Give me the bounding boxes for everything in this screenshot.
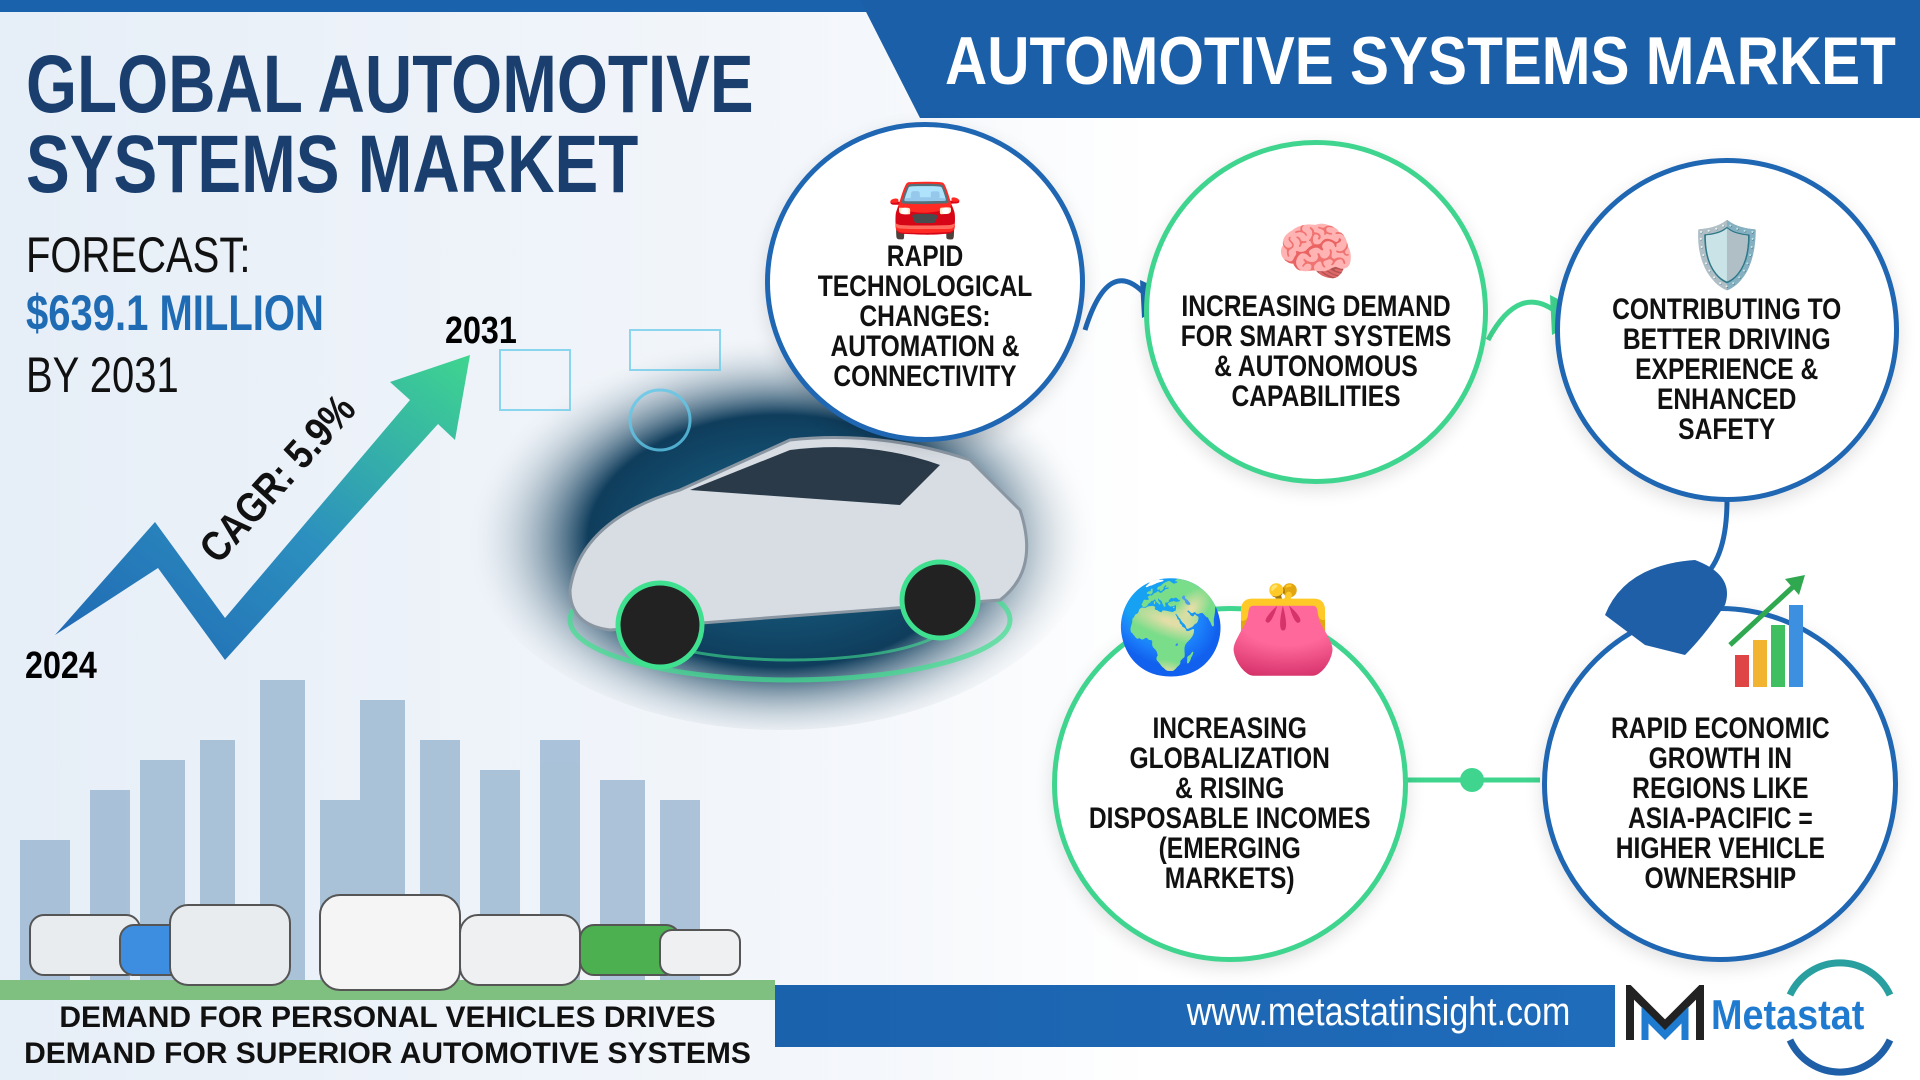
connected-car-icon: 🚘: [887, 173, 963, 240]
shield-driver-icon: 🛡️: [1687, 219, 1767, 291]
website-link[interactable]: www.metastatinsight.com: [1186, 990, 1570, 1034]
driver-circle-4: INCREASING GLOBALIZATION & RISING DISPOS…: [1052, 606, 1408, 962]
forecast-label: FORECAST:: [26, 227, 251, 283]
driver-circle-3: 🛡️ CONTRIBUTING TO BETTER DRIVING EXPERI…: [1555, 158, 1899, 502]
metastat-m-icon: [1626, 985, 1704, 1040]
globe-wallet-icon: 🌍👛: [1115, 578, 1340, 678]
driver-text: INCREASING DEMAND FOR SMART SYSTEMS & AU…: [1180, 290, 1452, 413]
end-year-label: 2031: [445, 310, 517, 352]
city-skyline-with-cars-illustration: [0, 680, 775, 1000]
growth-arrow-icon: [55, 355, 470, 660]
main-title-line2: SYSTEMS MARKET: [26, 119, 639, 210]
driver-text: RAPID TECHNOLOGICAL CHANGES: AUTOMATION …: [817, 240, 1033, 393]
main-title-line1: GLOBAL AUTOMOTIVE: [26, 39, 754, 130]
footer-bar: [775, 985, 1615, 1047]
bottom-caption: DEMAND FOR PERSONAL VEHICLES DRIVES DEMA…: [24, 1001, 751, 1070]
start-year-label: 2024: [25, 645, 97, 687]
banner-title: AUTOMOTIVE SYSTEMS MARKET: [945, 23, 1896, 99]
driver-text: CONTRIBUTING TO BETTER DRIVING EXPERIENC…: [1612, 293, 1842, 446]
forecast-value: $639.1 MILLION: [26, 285, 324, 341]
driver-circle-2: 🧠 INCREASING DEMAND FOR SMART SYSTEMS & …: [1144, 140, 1488, 484]
forecast-year: BY 2031: [26, 347, 179, 403]
asia-map-growth-chart-icon: [1605, 560, 1805, 687]
header-banner: [860, 0, 1920, 118]
brand-name: Metastat: [1711, 991, 1865, 1038]
logo-ring-icon: [1786, 959, 1894, 1076]
driver-circle-5: RAPID ECONOMIC GROWTH IN REGIONS LIKE AS…: [1542, 606, 1898, 962]
top-strip: [0, 0, 900, 12]
driver-text: RAPID ECONOMIC GROWTH IN REGIONS LIKE AS…: [1610, 712, 1830, 895]
driver-circle-1: 🚘 RAPID TECHNOLOGICAL CHANGES: AUTOMATIO…: [765, 122, 1085, 442]
driver-text: INCREASING GLOBALIZATION & RISING DISPOS…: [1089, 712, 1371, 895]
metastat-logo: Metastat: [1625, 985, 1881, 1045]
brain-steering-wheel-icon: 🧠: [1276, 216, 1356, 288]
